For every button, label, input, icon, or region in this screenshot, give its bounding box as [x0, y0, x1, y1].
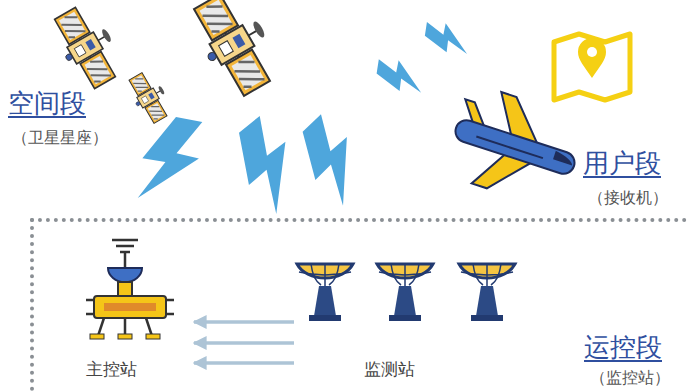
signal-bolt — [128, 106, 212, 213]
satellite — [46, 0, 129, 93]
signal-arrow — [194, 361, 294, 365]
signal-bolt — [420, 17, 475, 59]
segment-subtitle: （接收机） — [588, 188, 668, 207]
segment-title: 用户段 — [583, 148, 661, 179]
airplane-fuselage — [453, 117, 578, 176]
satellite — [124, 68, 176, 127]
monitor-dish — [459, 264, 515, 321]
signal-bolt — [371, 54, 429, 98]
signal-bolt — [223, 111, 314, 219]
airplane — [441, 82, 589, 212]
station-foot — [118, 334, 132, 339]
map-pin-hole — [587, 47, 597, 57]
segment-title: 运控段 — [584, 332, 662, 363]
segment-title: 空间段 — [8, 88, 86, 119]
map-pin — [578, 38, 606, 78]
station-dish — [108, 268, 142, 282]
segment-subtitle: （监控站） — [590, 368, 670, 387]
monitor-dish — [297, 264, 353, 321]
airplane-stripe — [476, 137, 543, 159]
station-leg — [98, 318, 152, 336]
master-station-icon — [86, 240, 174, 339]
station-foot — [90, 334, 104, 339]
segment-subtitle: （卫星星座） — [12, 128, 108, 147]
signal-bolt — [287, 109, 376, 211]
station-body — [94, 296, 166, 318]
master-station: 主控站 — [84, 244, 194, 387]
signal-arrow — [194, 341, 294, 345]
monitor-stations: 监测站 — [294, 266, 519, 387]
map-outline — [554, 34, 630, 100]
station-foot — [146, 334, 160, 339]
antenna-bar — [116, 245, 134, 248]
control-segment-zone: 运控段 （监控站） 主控站 监测站 — [30, 218, 687, 391]
monitor-dish — [377, 264, 433, 321]
station-arm — [86, 300, 174, 314]
station-neck — [118, 282, 132, 296]
map-icon — [554, 34, 630, 100]
signal-arrow — [194, 320, 294, 324]
antenna-mast — [124, 252, 127, 268]
antenna-bar — [112, 239, 138, 242]
airplane-cockpit — [553, 151, 575, 166]
station-panel — [104, 303, 156, 311]
station-label: 监测站 — [364, 359, 415, 379]
station-label: 主控站 — [86, 359, 137, 379]
satellite — [184, 0, 287, 102]
